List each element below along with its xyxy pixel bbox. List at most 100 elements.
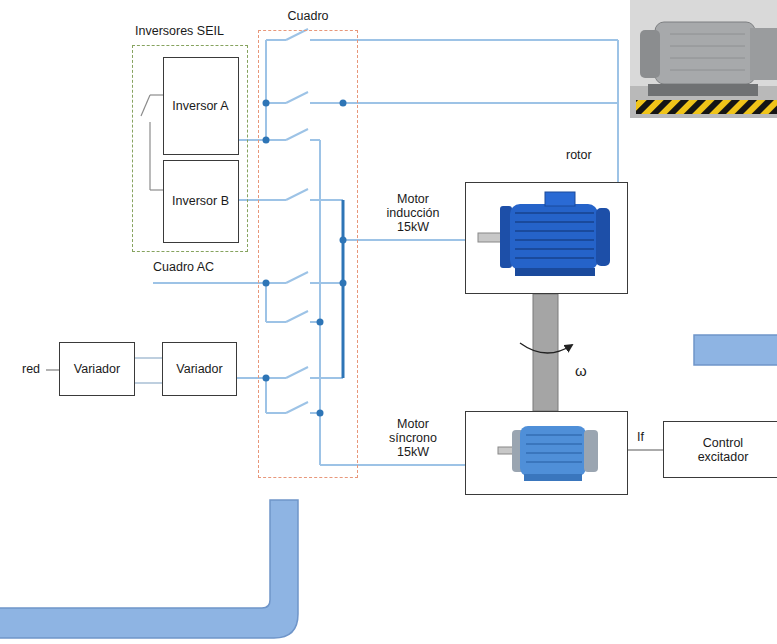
node-label: Inversor A <box>172 99 228 113</box>
node-heading: Cuadro <box>259 9 357 23</box>
wire-connector <box>628 449 663 450</box>
photo-base <box>648 84 758 96</box>
motor-fin <box>515 230 594 232</box>
motor-fin <box>526 434 582 436</box>
signal-name: If <box>637 430 644 444</box>
photo-fin <box>670 58 745 59</box>
wire <box>310 282 343 284</box>
wire <box>310 377 343 379</box>
wire-connector <box>358 464 465 466</box>
terminal-box <box>545 192 575 206</box>
switchboard-wiring <box>46 29 618 465</box>
node-heading: Inversores SEIL <box>135 24 249 38</box>
junction-dot <box>263 375 270 382</box>
wire-connector <box>358 239 465 241</box>
wire <box>265 378 267 413</box>
speed-symbol: ω <box>575 364 587 378</box>
node-heading: Motor síncrono 15kW <box>378 417 448 459</box>
junction-dot <box>317 410 324 417</box>
lab-photo <box>630 0 777 118</box>
switch-blade <box>286 189 308 200</box>
inverter-group: Inversores SEILInversor AInversor B <box>132 45 248 252</box>
wire <box>258 199 286 201</box>
wire <box>266 412 286 414</box>
node-heading: Motor inducción 15kW <box>378 192 448 234</box>
photo-machine-end <box>640 30 660 78</box>
induction-motor-picture <box>478 192 610 276</box>
synchronous-motor-picture <box>498 426 598 481</box>
rotation-arrow <box>520 343 572 353</box>
wire <box>149 122 150 190</box>
photo-fin <box>670 70 745 71</box>
drive-box: Variador <box>162 342 237 396</box>
wire <box>265 283 267 322</box>
switch-blade <box>141 95 150 116</box>
junction-dot <box>340 100 347 107</box>
wire <box>310 139 320 141</box>
wire <box>310 199 343 201</box>
junction-dot <box>317 319 324 326</box>
node-label: Inversor B <box>172 194 229 208</box>
wire-connector <box>239 199 259 201</box>
grid-label-holder: red <box>22 362 40 376</box>
motor-end-cap <box>596 208 610 266</box>
induction-bus <box>342 200 345 378</box>
inverter-box: Inversor A <box>163 57 239 155</box>
wire <box>258 377 286 379</box>
inverter-box: Inversor B <box>163 160 239 243</box>
motor-fin <box>526 443 582 445</box>
flow-bar <box>694 335 777 365</box>
wire <box>310 102 358 104</box>
signal-name-holder: If <box>637 430 644 444</box>
motor-body <box>510 204 598 270</box>
junction-dots <box>263 100 347 417</box>
rotor-label-holder: rotor <box>566 148 592 162</box>
node-label: Variador <box>74 362 120 376</box>
grid-label: red <box>22 362 40 376</box>
motor-fin <box>515 221 594 223</box>
motor-fin <box>515 212 594 214</box>
wire <box>266 39 286 41</box>
motor-fin <box>526 452 582 454</box>
motor-fin <box>526 461 582 463</box>
switch-blade <box>286 367 308 378</box>
photo-fin <box>670 34 745 35</box>
photo-wall <box>630 0 777 118</box>
wire <box>266 321 286 323</box>
motor-fin <box>515 239 594 241</box>
wire <box>265 40 267 140</box>
junction-dot <box>340 237 347 244</box>
switch-blade <box>286 311 308 322</box>
junction-dot <box>263 137 270 144</box>
wire <box>617 40 619 103</box>
photo-machine <box>655 22 755 84</box>
feed-label: Cuadro AC <box>153 260 214 274</box>
wire <box>150 189 163 190</box>
wire <box>150 94 163 95</box>
motor-box: Motor inducción 15kW <box>465 182 628 294</box>
junction-dot <box>340 280 347 287</box>
flow-pipe <box>0 500 298 638</box>
wire-connector <box>237 377 258 379</box>
junction-dot <box>263 280 270 287</box>
switchboard-frame: Cuadro <box>258 30 358 478</box>
wire <box>320 464 358 466</box>
photo-fin <box>670 46 745 47</box>
motor-box: Motor síncrono 15kW <box>465 411 628 495</box>
speed-symbol-holder: ω <box>575 364 587 378</box>
switch-blade <box>286 402 308 413</box>
photo-machine-end <box>750 28 777 80</box>
node-label: Variador <box>176 362 222 376</box>
motor-end-cap <box>584 430 598 472</box>
exciter-box: Control excitador <box>663 421 777 478</box>
junction-dot <box>263 100 270 107</box>
motor-body <box>520 426 586 476</box>
wire <box>258 139 286 141</box>
rotor-label: rotor <box>566 148 592 162</box>
motor-feet <box>515 268 595 276</box>
node-label: Control excitador <box>688 436 758 464</box>
grid-wire <box>46 369 59 370</box>
switch-blade <box>286 129 308 140</box>
